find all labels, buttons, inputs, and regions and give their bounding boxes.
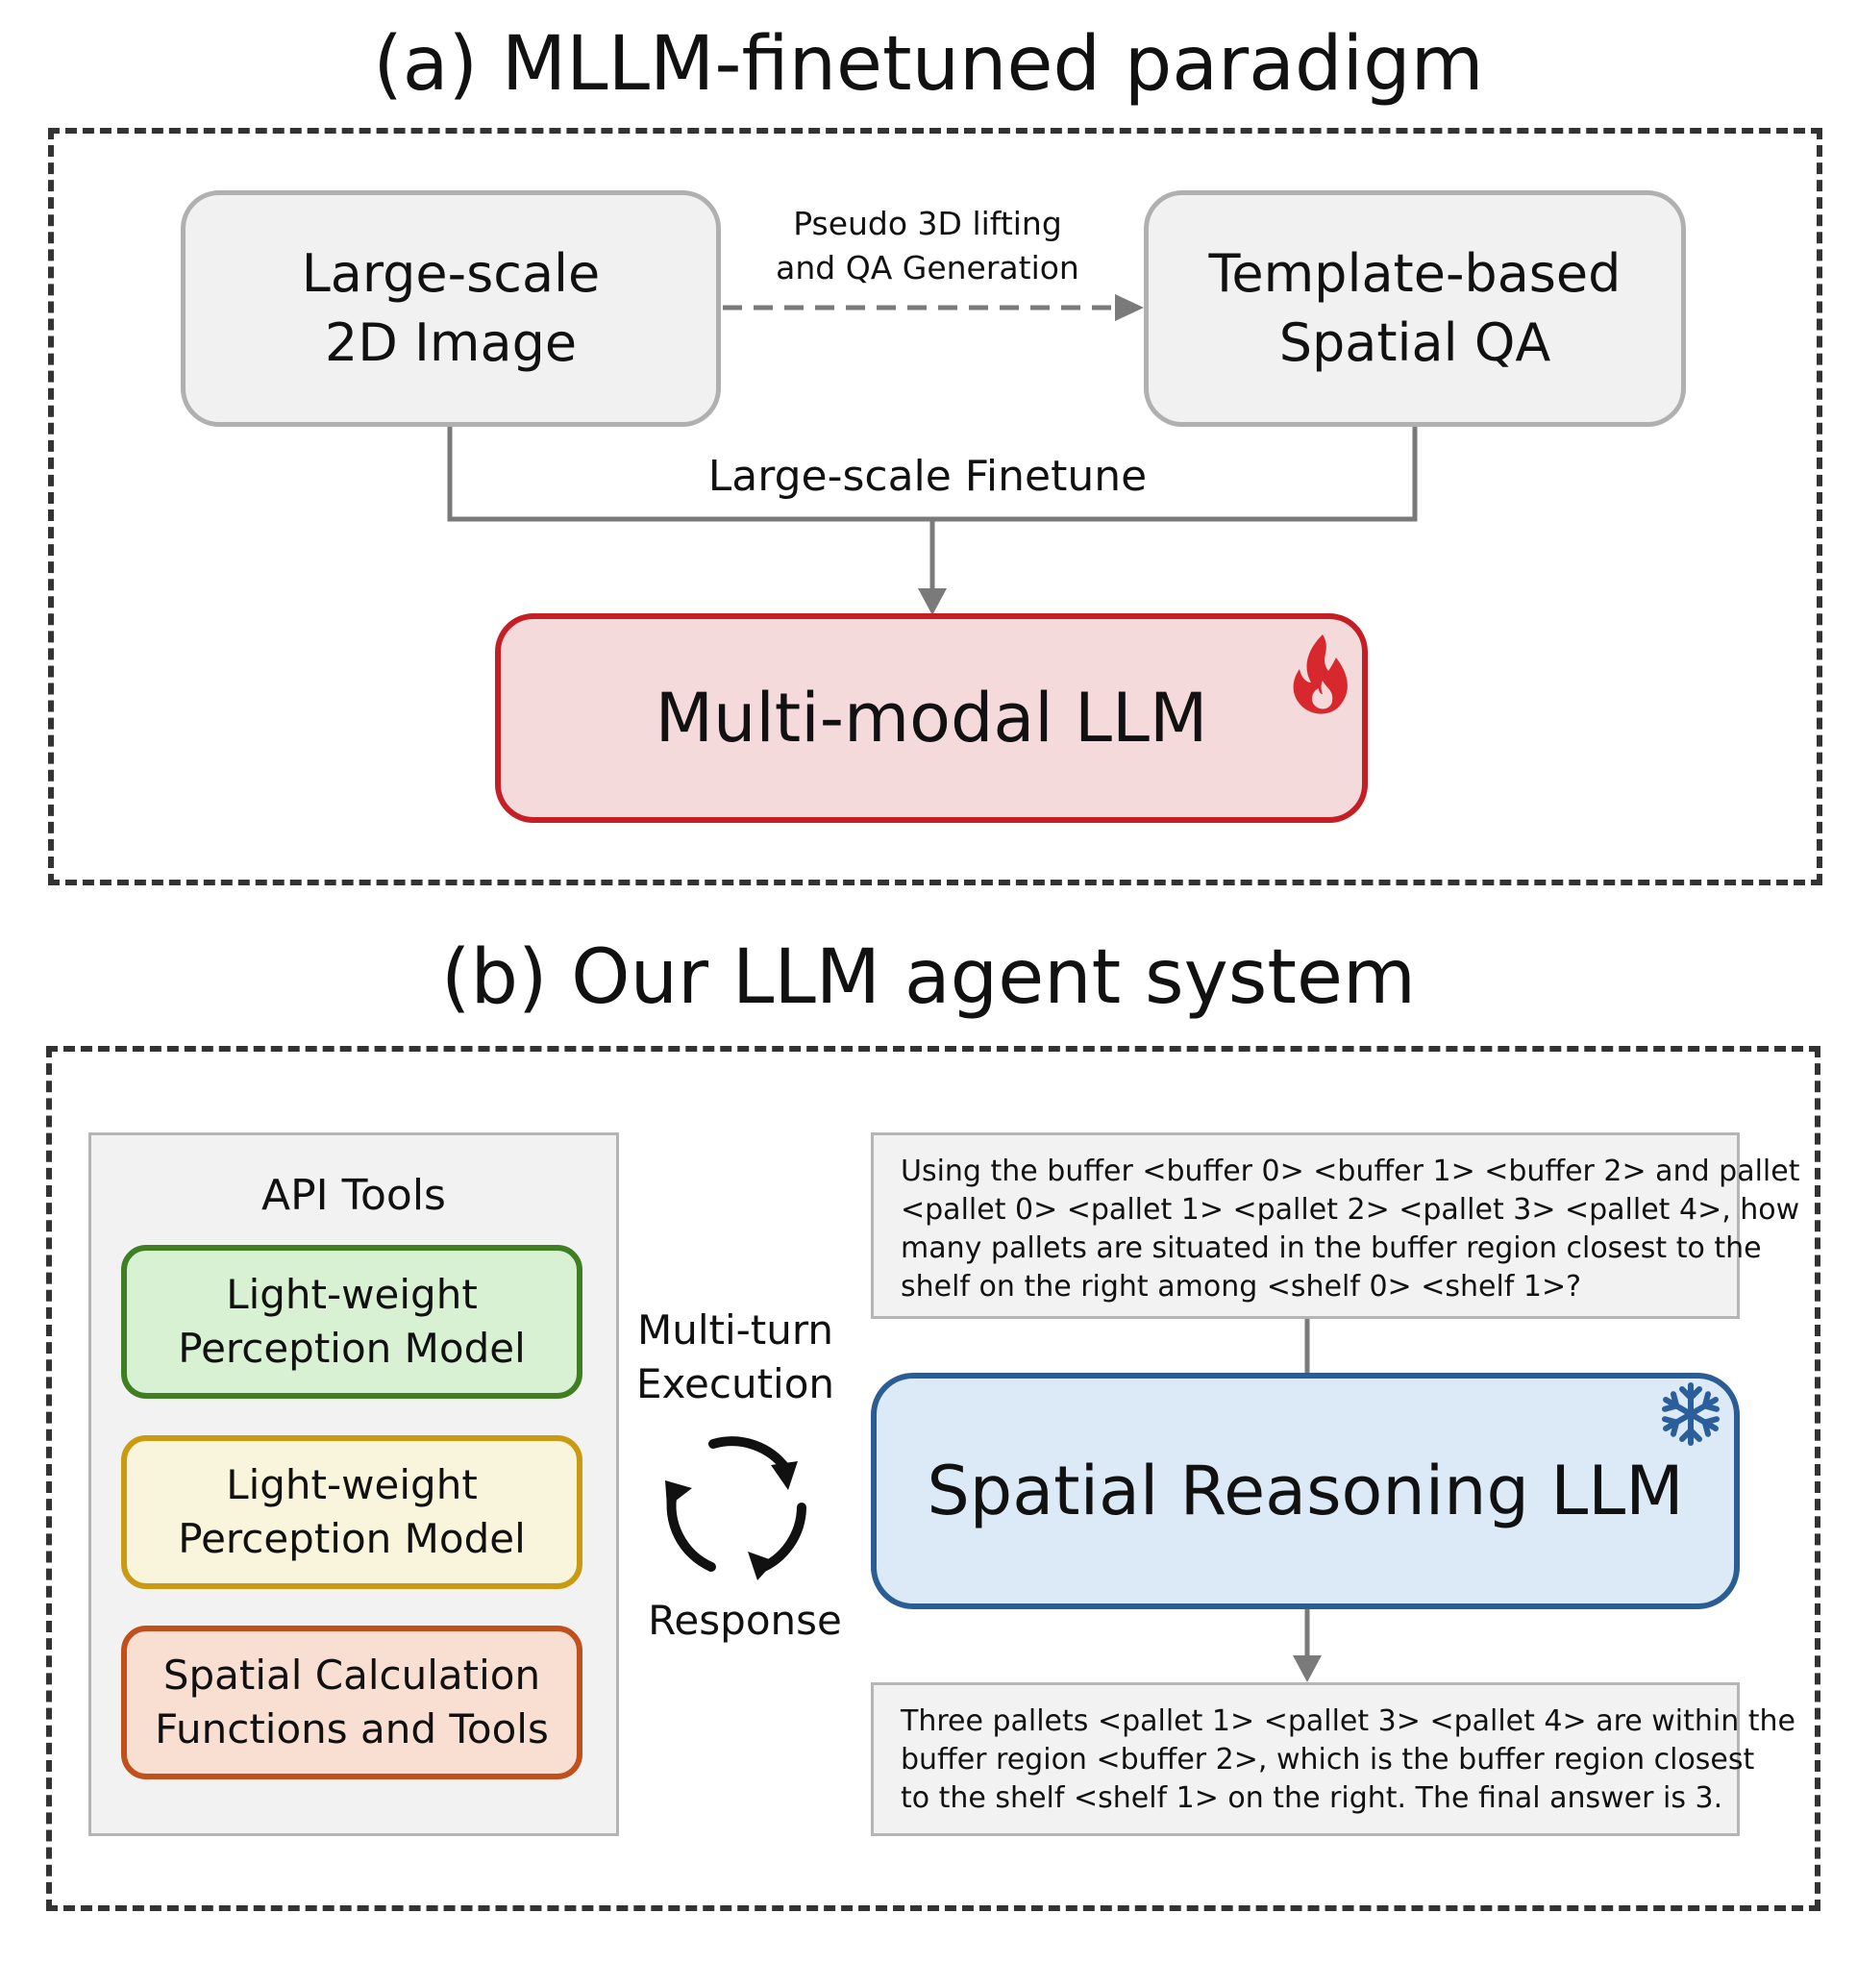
- snowflake-icon: [1657, 1382, 1724, 1448]
- panel-a-title: (a) MLLM-finetuned paradigm: [373, 21, 1484, 108]
- multi-turn-execution-label: Multi-turn Execution: [615, 1304, 855, 1411]
- template-spatial-qa-box: Template-based Spatial QA: [1144, 190, 1686, 427]
- answer-arrowhead: [1293, 1655, 1322, 1682]
- tool-perception-model-1: Light-weight Perception Model: [121, 1245, 582, 1399]
- label-line: and QA Generation: [776, 249, 1079, 286]
- dashed-arrow-label: Pseudo 3D lifting and QA Generation: [759, 202, 1096, 290]
- flame-icon: [1293, 634, 1348, 714]
- loop-line: Multi-turn: [636, 1306, 834, 1354]
- tool-line: Light-weight: [226, 1271, 478, 1318]
- tool-spatial-calculation: Spatial Calculation Functions and Tools: [121, 1626, 582, 1779]
- box-line: 2D Image: [324, 312, 578, 373]
- question-line: many pallets are situated in the buffer …: [901, 1231, 1762, 1265]
- multimodal-llm-box: Multi-modal LLM: [495, 613, 1368, 823]
- answer-line: Three pallets <pallet 1> <pallet 3> <pal…: [901, 1704, 1796, 1738]
- answer-line: buffer region <buffer 2>, which is the b…: [901, 1743, 1755, 1777]
- question-line: Using the buffer <buffer 0> <buffer 1> <…: [901, 1155, 1800, 1188]
- spatial-reasoning-llm-box: Spatial Reasoning LLM: [871, 1373, 1740, 1609]
- panel-b-frame: [46, 1046, 1820, 1911]
- tool-line: Perception Model: [178, 1515, 526, 1562]
- loop-line: Execution: [635, 1360, 835, 1407]
- tool-line: Light-weight: [226, 1461, 478, 1508]
- dashed-arrowhead: [1115, 294, 1144, 321]
- box-line: Large-scale: [301, 243, 601, 304]
- box-line: Spatial QA: [1278, 312, 1551, 373]
- response-label: Response: [648, 1597, 842, 1644]
- api-tools-heading: API Tools: [261, 1171, 446, 1220]
- large-scale-2d-image-box: Large-scale 2D Image: [181, 190, 721, 427]
- label-line: Pseudo 3D lifting: [793, 205, 1062, 242]
- box-line: Template-based: [1208, 243, 1622, 304]
- tool-line: Perception Model: [178, 1325, 526, 1372]
- finetune-arrowhead: [918, 588, 947, 615]
- answer-box: Three pallets <pallet 1> <pallet 3> <pal…: [871, 1682, 1796, 1836]
- spatial-reasoning-llm-label: Spatial Reasoning LLM: [927, 1452, 1684, 1530]
- tool-perception-model-2: Light-weight Perception Model: [121, 1435, 582, 1589]
- question-box: Using the buffer <buffer 0> <buffer 1> <…: [871, 1132, 1800, 1319]
- question-line: shelf on the right among <shelf 0> <shel…: [901, 1270, 1582, 1304]
- cycle-arrows-icon: [665, 1436, 806, 1580]
- question-line: <pallet 0> <pallet 1> <pallet 2> <pallet…: [901, 1193, 1800, 1227]
- panel-a-frame: [48, 128, 1822, 885]
- multimodal-llm-label: Multi-modal LLM: [655, 679, 1208, 758]
- tool-line: Functions and Tools: [155, 1705, 549, 1752]
- merge-label: Large-scale Finetune: [707, 452, 1148, 501]
- tool-line: Spatial Calculation: [162, 1652, 541, 1699]
- answer-line: to the shelf <shelf 1> on the right. The…: [901, 1781, 1723, 1815]
- panel-b-title: (b) Our LLM agent system: [441, 934, 1416, 1021]
